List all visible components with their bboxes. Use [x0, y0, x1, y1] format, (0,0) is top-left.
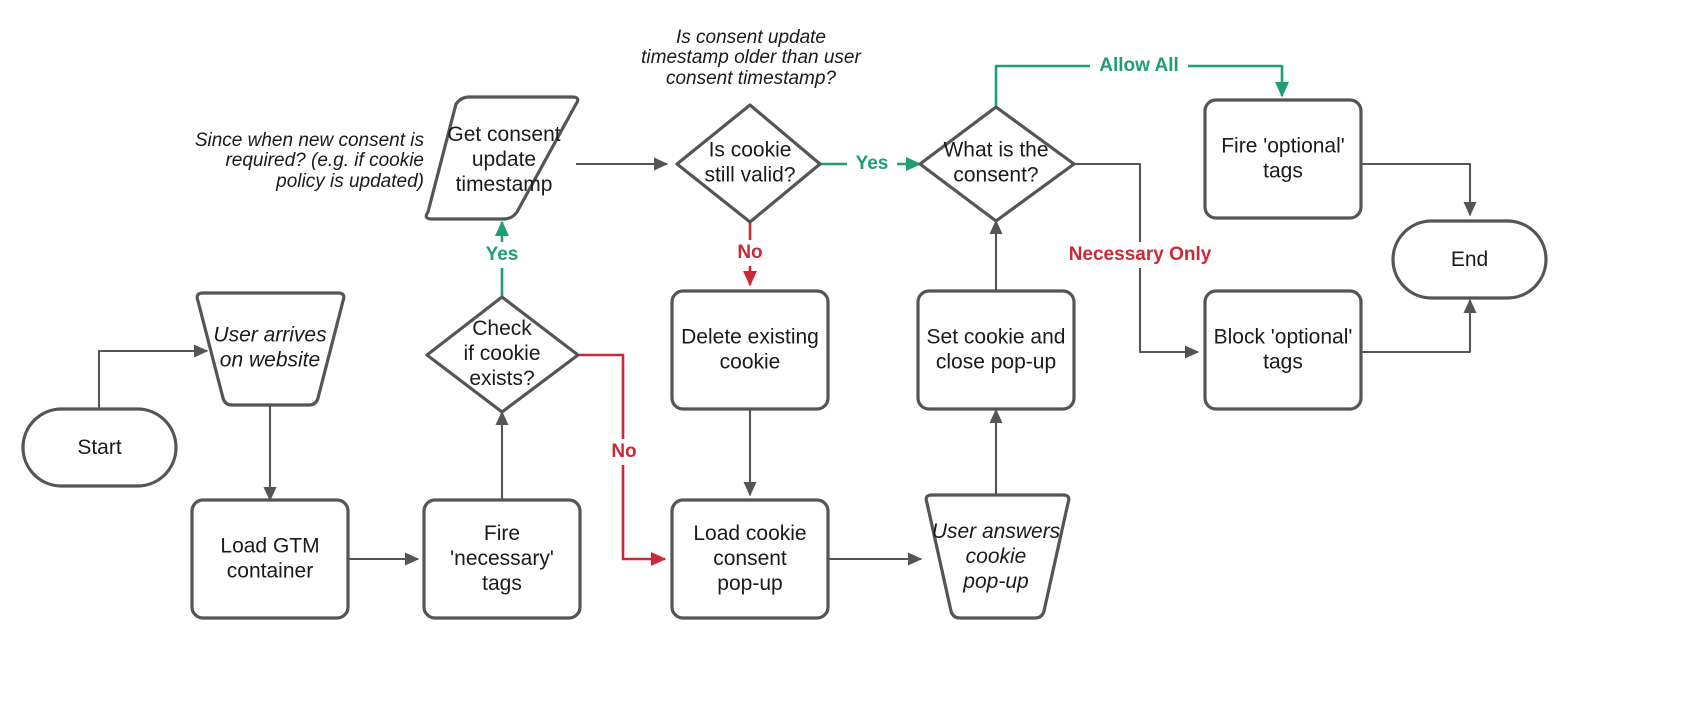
get-consent-timestamp-shape — [424, 95, 580, 221]
end-shape — [1391, 219, 1548, 300]
edge-label-check-cookie-yes: Yes — [477, 242, 527, 268]
user-answers-shape — [924, 493, 1071, 620]
check-cookie-shape — [425, 295, 580, 414]
user-arrives-shape — [195, 291, 346, 407]
cookie-valid-yes-text: Yes — [856, 153, 889, 174]
block-optional-label: Block 'optional'tags — [1214, 325, 1353, 373]
note-consent-required-line-3: policy is updated) — [275, 171, 424, 192]
edge-label-cookie-valid-yes: Yes — [847, 151, 897, 177]
note-timestamp-compare: Is consent update timestamp older than u… — [641, 27, 861, 89]
edge-label-consent-allow-all: Allow All — [1090, 53, 1188, 79]
fire-optional-shape — [1203, 98, 1363, 220]
start-shape — [21, 407, 178, 488]
note-timestamp-compare-line-2: timestamp older than user — [641, 47, 861, 68]
note-timestamp-compare-line-1: Is consent update — [676, 27, 826, 48]
note-consent-required: Since when new consent is required? (e.g… — [195, 130, 425, 192]
load-gtm-shape — [190, 498, 350, 620]
edge-block-optional-to-end — [1361, 298, 1477, 354]
check-cookie-no-text: No — [611, 441, 636, 462]
set-cookie-shape — [916, 289, 1076, 411]
block-optional-shape — [1203, 289, 1363, 411]
edge-label-consent-necessary-only: Necessary Only — [1065, 242, 1215, 268]
check-cookie-yes-text: Yes — [486, 244, 519, 265]
consent-allow-all-text: Allow All — [1099, 55, 1179, 76]
edge-start-to-user-arrives — [97, 344, 209, 409]
cookie-valid-shape — [675, 103, 822, 224]
edge-label-cookie-valid-no: No — [731, 240, 769, 266]
load-popup-shape — [670, 498, 830, 620]
start-label: Start — [77, 436, 122, 459]
note-consent-required-line-2: required? (e.g. if cookie — [225, 150, 424, 171]
note-timestamp-compare-line-3: consent timestamp? — [666, 68, 836, 89]
delete-cookie-shape — [670, 289, 830, 411]
end-label: End — [1451, 248, 1488, 271]
what-consent-shape — [918, 105, 1076, 223]
note-consent-required-line-1: Since when new consent is — [195, 130, 425, 151]
consent-necessary-only-text: Necessary Only — [1069, 244, 1212, 265]
node-start[interactable]: Start — [21, 407, 178, 488]
fire-optional-label: Fire 'optional'tags — [1221, 134, 1345, 182]
fire-necessary-label: Fire'necessary'tags — [450, 522, 554, 595]
fire-necessary-shape — [422, 498, 582, 620]
edge-fire-optional-to-end — [1361, 162, 1477, 217]
edge-label-check-cookie-no: No — [605, 439, 643, 465]
node-fire-necessary[interactable]: Fire'necessary'tags — [422, 498, 582, 620]
node-fire-optional[interactable]: Fire 'optional'tags — [1203, 98, 1363, 220]
cookie-valid-no-text: No — [737, 242, 762, 263]
node-block-optional[interactable]: Block 'optional'tags — [1203, 289, 1363, 411]
node-end[interactable]: End — [1391, 219, 1548, 300]
